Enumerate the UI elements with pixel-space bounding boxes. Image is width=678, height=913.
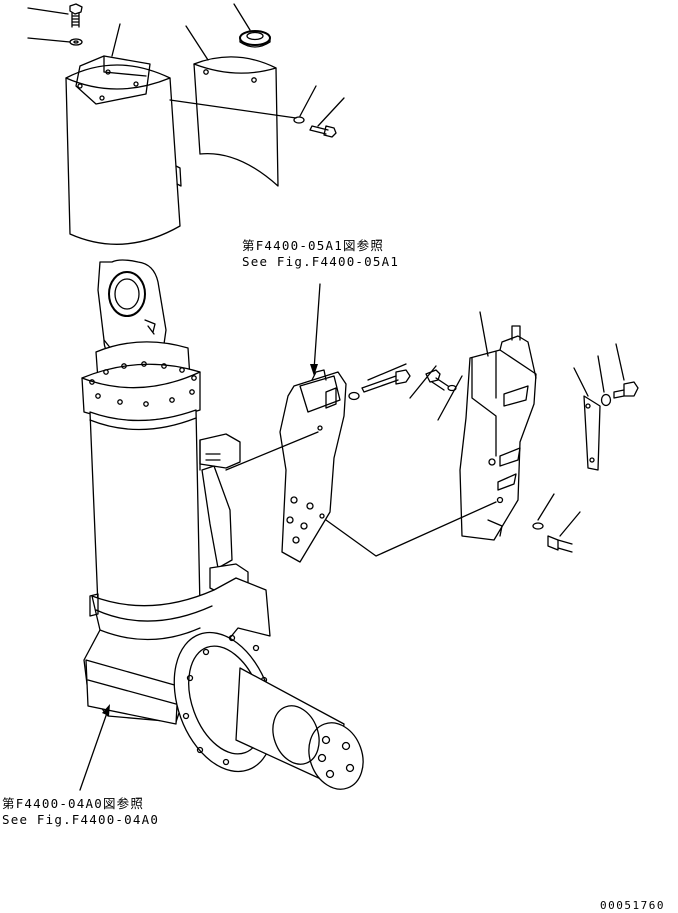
- cover-plate: [583, 395, 601, 471]
- small-washer-5: [532, 522, 544, 530]
- top-washer: [69, 38, 83, 46]
- mount-bracket: [199, 433, 249, 597]
- reference-label-04a0: 第F4400-04A0図参照 See Fig.F4400-04A0: [2, 796, 159, 828]
- small-washer-1: [293, 116, 305, 124]
- reference-en: See Fig.F4400-04A0: [2, 812, 160, 827]
- spindle-shaft: [235, 667, 364, 790]
- small-bolt-2: [425, 369, 449, 391]
- reference-label-05a1: 第F4400-05A1図参照 See Fig.F4400-05A1: [242, 238, 399, 270]
- leader-lines-top: [27, 3, 345, 127]
- small-washer-4: [600, 393, 612, 407]
- reference-jp: 第F4400-04A0図参照: [2, 796, 145, 811]
- plug-ring: [239, 30, 271, 48]
- small-bolt-1: [309, 125, 337, 138]
- guard-bracket: [459, 325, 537, 541]
- small-bolt-4: [547, 535, 573, 553]
- reference-arrows: [79, 283, 321, 791]
- cover-half-shell: [193, 56, 279, 187]
- long-bolt: [361, 369, 411, 393]
- drawing-number: 00051760: [600, 899, 665, 912]
- cover-cylinder: [65, 55, 182, 245]
- reference-en: See Fig.F4400-05A1: [242, 254, 400, 269]
- small-bolt-3: [613, 381, 639, 399]
- knuckle-housing: [83, 577, 271, 725]
- small-washer-2: [348, 391, 360, 401]
- top-bolt: [69, 3, 83, 28]
- assembly-lines: [225, 431, 497, 557]
- reference-jp: 第F4400-05A1図参照: [242, 238, 385, 253]
- leader-lines-right: [367, 311, 625, 537]
- cylinder-body: [89, 409, 201, 619]
- mounting-plate: [279, 369, 347, 563]
- cylinder-head-flange: [81, 341, 201, 422]
- rod-eye: [97, 259, 167, 355]
